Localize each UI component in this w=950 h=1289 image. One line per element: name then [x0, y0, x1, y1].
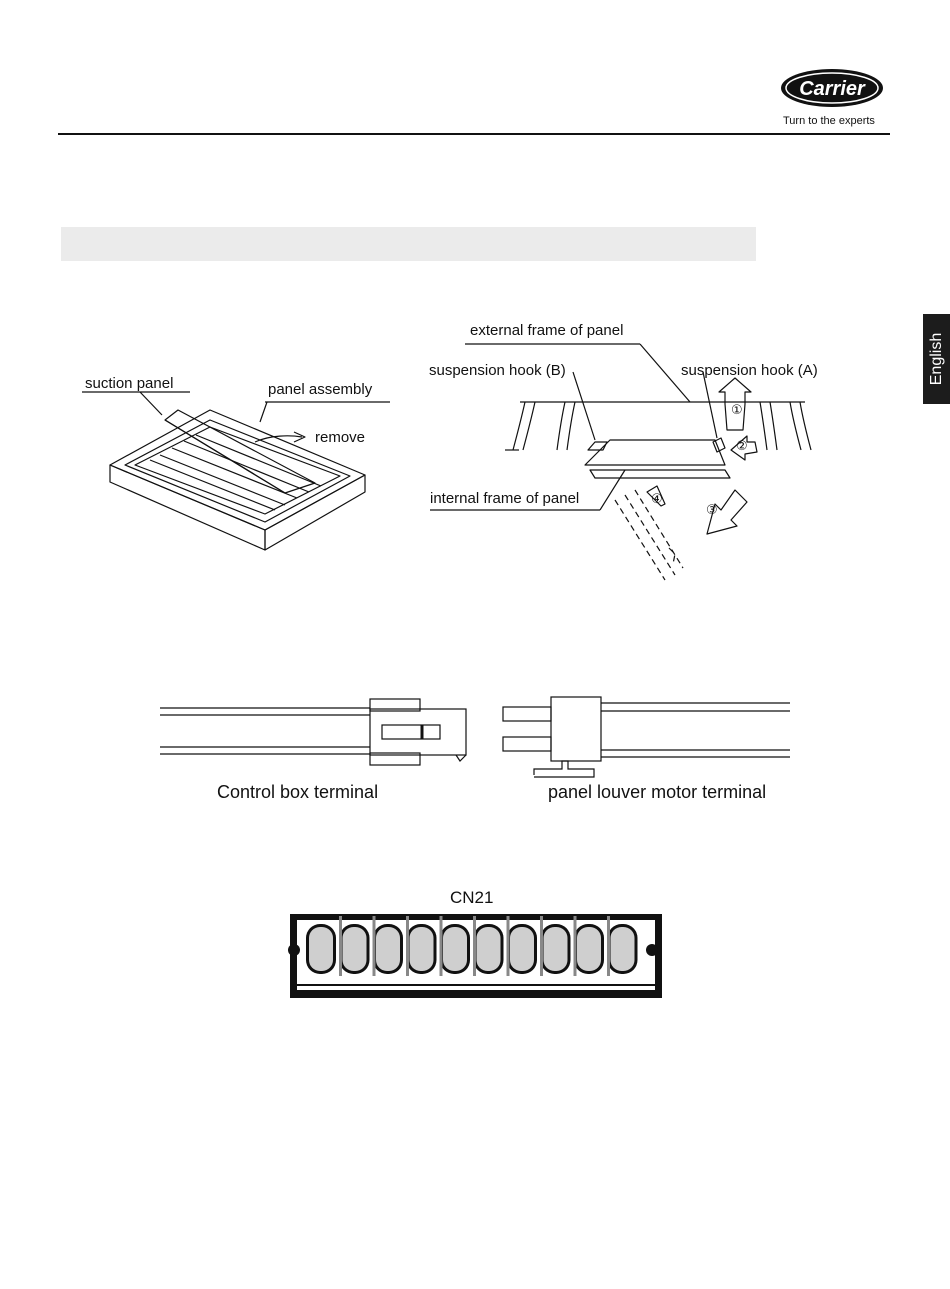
connector-title: CN21	[450, 888, 493, 908]
language-tab[interactable]: English	[923, 314, 950, 404]
cn21-pin-separator	[574, 916, 577, 976]
cn21-pin-separator	[540, 916, 543, 976]
cn21-end-cap	[646, 944, 658, 956]
step-2-marker: ②	[736, 438, 748, 453]
step-3-marker: ③	[706, 502, 718, 517]
suction-panel-label: suction panel	[85, 375, 173, 392]
remove-label: remove	[315, 429, 365, 446]
cn21-pin	[544, 927, 568, 971]
cn21-pin-separator	[607, 916, 610, 976]
cn21-pin	[477, 927, 501, 971]
cn21-pin	[611, 927, 635, 971]
cn21-connector	[290, 914, 662, 998]
carrier-logo-mark: Carrier	[780, 68, 890, 112]
control-box-terminal-drawing	[160, 695, 480, 775]
step-4-marker: ④	[651, 491, 663, 506]
cn21-pin	[376, 927, 400, 971]
cn21-pin	[309, 927, 333, 971]
cn21-pin	[577, 927, 601, 971]
panel-removal-illustration	[80, 380, 400, 570]
cn21-pin	[343, 927, 367, 971]
external-frame-label: external frame of panel	[470, 322, 623, 339]
hook-a-label: suspension hook (A)	[681, 362, 818, 379]
internal-frame-label: internal frame of panel	[430, 490, 579, 507]
step-1-marker: ①	[731, 402, 743, 417]
control-box-terminal-caption: Control box terminal	[217, 782, 378, 803]
section-heading-band	[61, 227, 756, 261]
cn21-pin	[443, 927, 467, 971]
panel-assembly-label: panel assembly	[268, 381, 372, 398]
louver-motor-terminal-caption: panel louver motor terminal	[548, 782, 766, 803]
header-rule	[58, 133, 890, 135]
logo-tagline: Turn to the experts	[783, 115, 875, 127]
cn21-pin-separator	[339, 916, 342, 976]
hook-b-label: suspension hook (B)	[429, 362, 566, 379]
cn21-end-cap	[288, 944, 300, 956]
louver-motor-terminal-drawing	[500, 695, 800, 785]
logo-text: Carrier	[799, 78, 866, 100]
cn21-pin-separator	[440, 916, 443, 976]
suspension-hook-illustration: ① ② ③ ④	[425, 320, 845, 590]
cn21-pin-separator	[507, 916, 510, 976]
cn21-pin-separator	[406, 916, 409, 976]
cn21-pin	[410, 927, 434, 971]
language-tab-label: English	[928, 333, 946, 385]
cn21-pin-separator	[373, 916, 376, 976]
cn21-pin-separator	[473, 916, 476, 976]
cn21-pin	[510, 927, 534, 971]
